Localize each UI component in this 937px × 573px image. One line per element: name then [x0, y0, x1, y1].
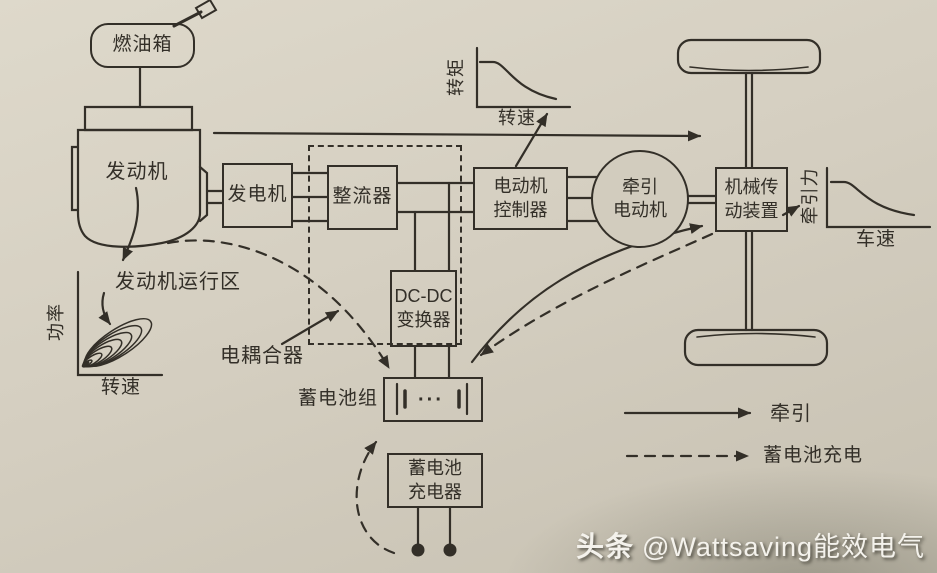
transmission-box: 机械传 动装置: [715, 167, 788, 232]
motor-controller-box: 电动机 控制器: [473, 167, 568, 230]
traction-motor-label-line1: 牵引: [622, 176, 658, 197]
battery-charging-flow-arrows: [166, 232, 714, 555]
transmission-label-line2: 动装置: [724, 200, 779, 221]
battery-charger-box: 蓄电池 充电器: [387, 453, 483, 508]
fuel-tank-box: 燃油箱: [90, 23, 195, 68]
engine-operating-map-chart: [76, 270, 164, 377]
power-axis-label: 功率: [46, 303, 67, 341]
motor-controller-label-line1: 电动机: [493, 176, 548, 197]
torque-axis-label: 转矩: [446, 58, 467, 96]
fuel-tank-label: 燃油箱: [112, 34, 173, 56]
annotation-pointer-arrows: [98, 112, 801, 346]
axle-and-wheels: [676, 38, 829, 367]
legend-traction-label: 牵引: [770, 403, 812, 425]
charging-plug: [411, 506, 457, 557]
legend-arrows: [623, 407, 752, 462]
watermark-brand: 头条: [576, 531, 635, 562]
battery-pack-box: [383, 377, 483, 422]
watermark: 头条 @Wattsaving能效电气: [576, 525, 925, 565]
electric-coupler-label: 电耦合器: [220, 345, 304, 367]
vehicle-speed-axis-label: 车速: [855, 228, 896, 250]
rectifier-box: 整流器: [327, 165, 398, 230]
battery-pack-label: 蓄电池组: [297, 387, 378, 409]
torque-speed-chart: [475, 46, 572, 109]
speed-axis-label-torque-chart: 转速: [498, 108, 536, 129]
battery-cells-ellipsis: ···: [418, 389, 444, 411]
tractive-force-axis-label: 牵引力: [800, 167, 821, 225]
watermark-account: @Wattsaving能效电气: [642, 532, 925, 562]
tractive-force-speed-chart: [825, 166, 932, 229]
dcdc-converter-label-line2: 变换器: [396, 309, 451, 330]
legend-battery-charging-label: 蓄电池充电: [763, 444, 864, 466]
generator-box: 发电机: [222, 163, 293, 228]
dcdc-converter-label-line1: DC-DC: [394, 286, 453, 307]
battery-charger-label-line1: 蓄电池: [408, 458, 462, 479]
engine-label: 发动机: [105, 161, 169, 183]
speed-axis-label-engine-map: 转速: [100, 376, 141, 398]
generator-label: 发电机: [227, 184, 288, 206]
traction-motor-circle: 牵引 电动机: [591, 150, 689, 248]
engine-outline: [70, 105, 209, 248]
electric-coupler-dashed-box: [308, 145, 462, 345]
dcdc-converter-box: DC-DC 变换器: [390, 270, 457, 347]
battery-cell-symbols: [395, 382, 469, 416]
battery-charger-label-line2: 充电器: [408, 481, 462, 502]
traction-motor-label-line2: 电动机: [613, 200, 667, 220]
engine-operating-region-label: 发动机运行区: [115, 271, 241, 293]
motor-controller-label-line2: 控制器: [493, 199, 548, 220]
transmission-label-line1: 机械传: [724, 177, 779, 198]
drive-shafts: [686, 194, 717, 205]
rectifier-label: 整流器: [332, 186, 393, 208]
